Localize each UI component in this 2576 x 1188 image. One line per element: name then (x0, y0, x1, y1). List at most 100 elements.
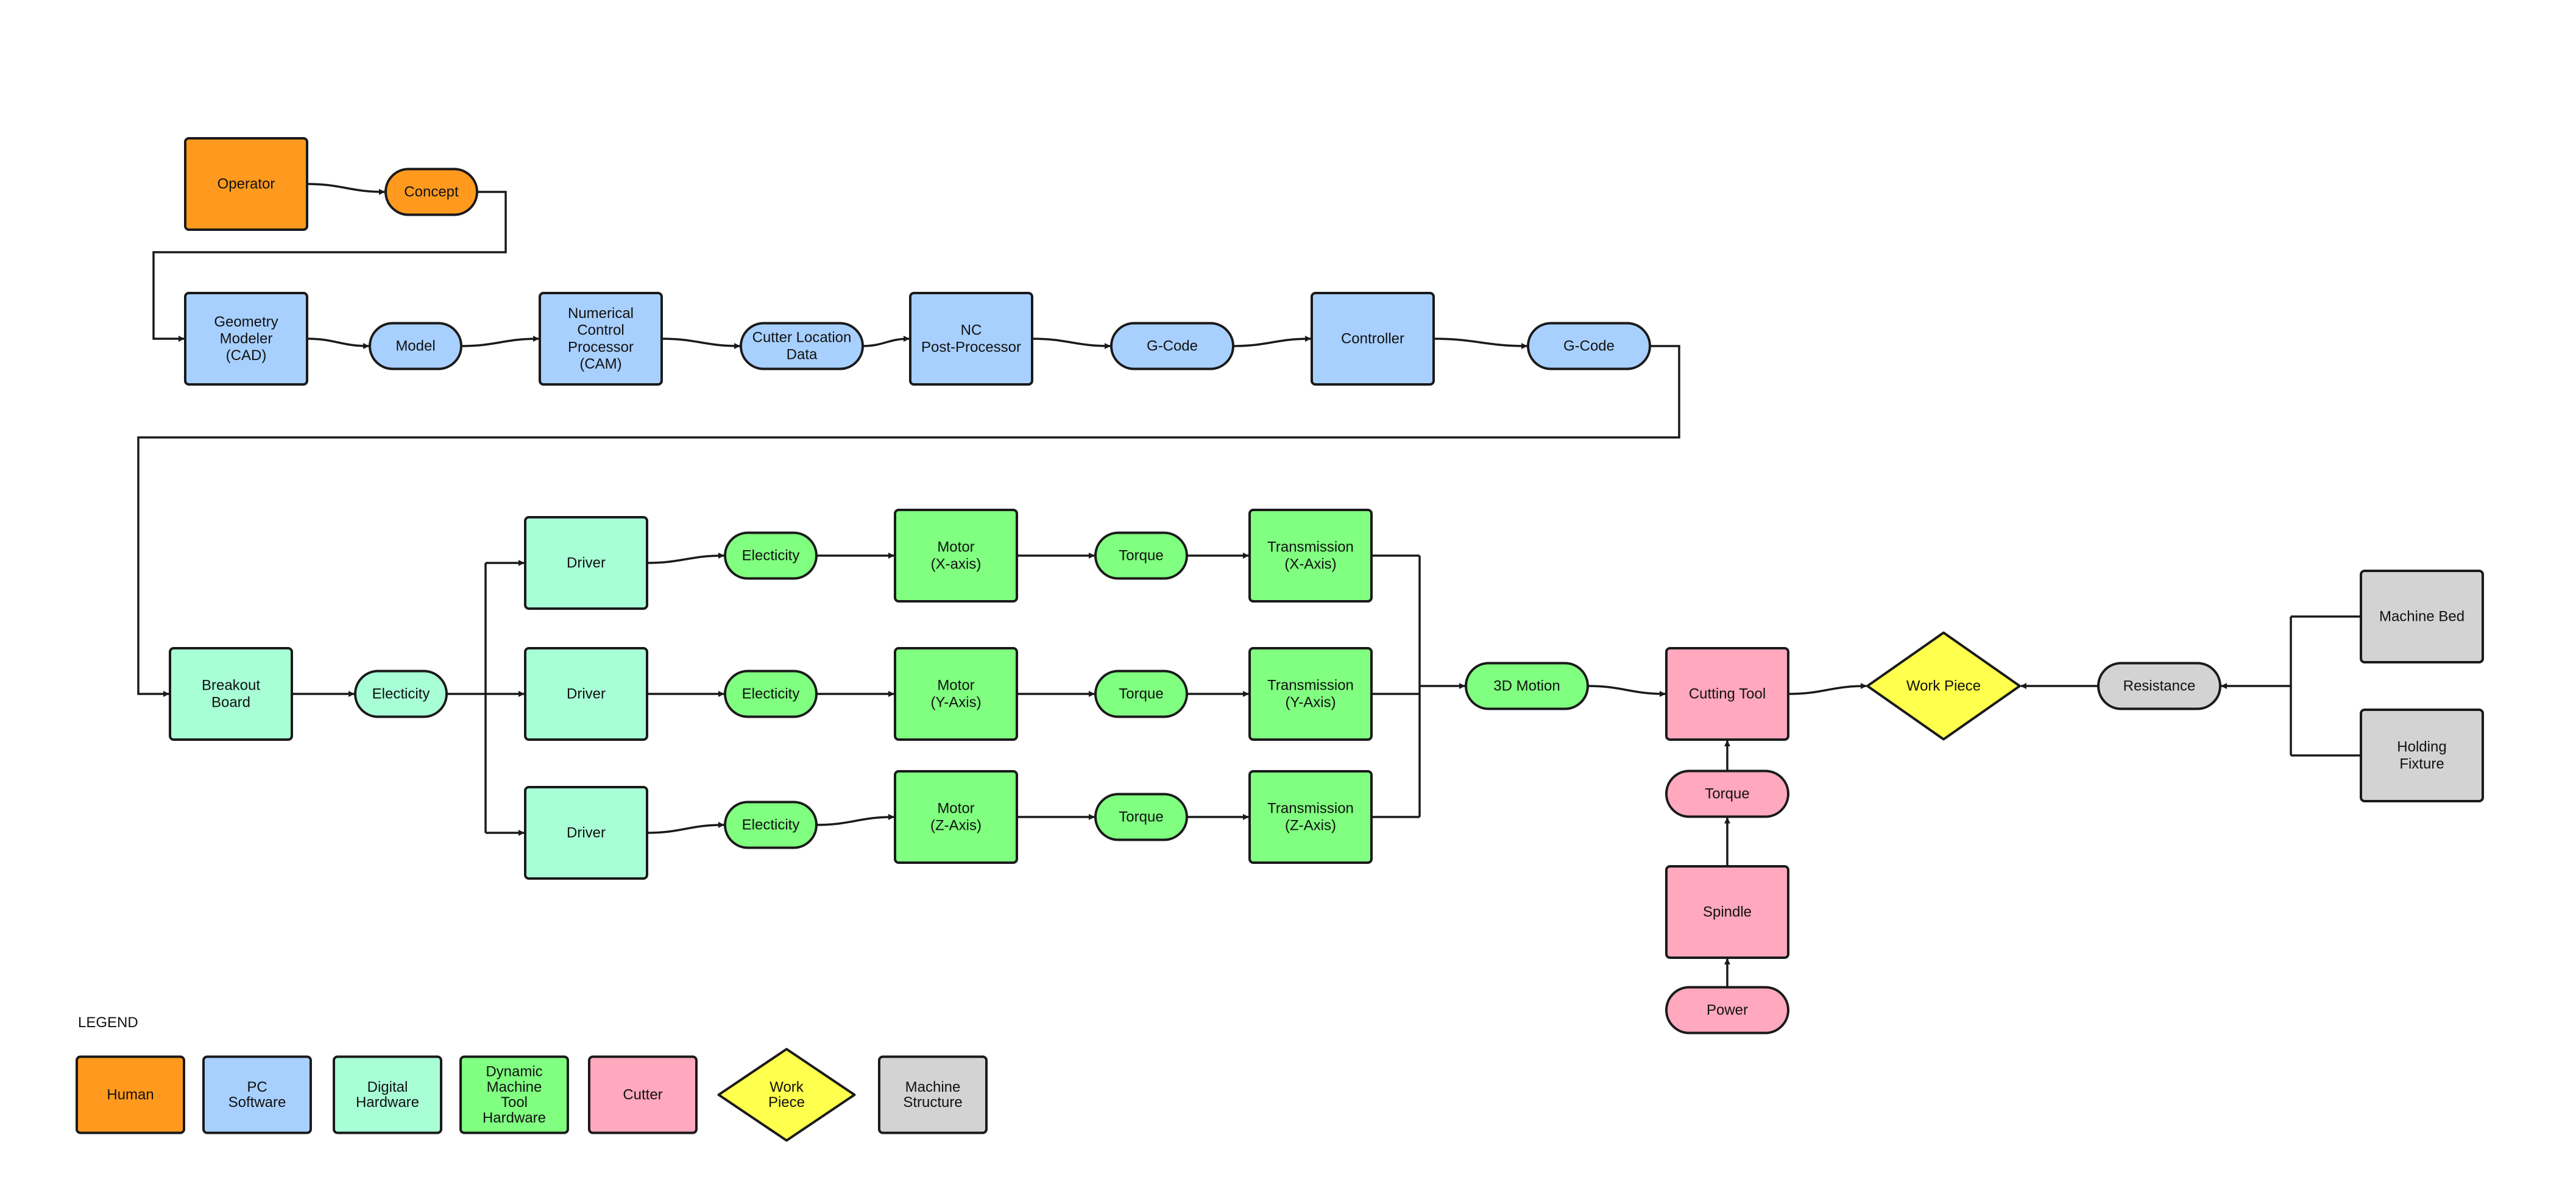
node-label: Modeler (220, 331, 273, 347)
node-label: G-Code (1563, 338, 1615, 355)
node-label: Structure (903, 1094, 962, 1111)
node-label: Transmission (1267, 801, 1354, 817)
node-torque-y: Torque (1094, 670, 1188, 718)
edge-operator-concept (306, 183, 385, 195)
node-motor-z: Motor(Z-Axis) (894, 770, 1018, 864)
node-label: Fixture (2399, 755, 2444, 772)
node-label: Human (107, 1087, 154, 1103)
node-label: Processor (568, 339, 634, 355)
node-label: Control (577, 322, 624, 339)
node-electicity-main: Electicity (354, 670, 448, 718)
node-controller: Controller (1311, 292, 1435, 386)
node-label: Electicity (742, 686, 800, 702)
legend-item-human: Human (76, 1055, 185, 1134)
node-label: Geometry (214, 314, 278, 330)
node-label: Driver (567, 825, 606, 841)
node-driver-x: Driver (524, 516, 648, 610)
node-label: Machine (487, 1079, 542, 1095)
node-label: Software (228, 1094, 286, 1111)
node-label: Torque (1119, 548, 1163, 564)
node-machine-bed: Machine Bed (2360, 570, 2484, 663)
node-label: Board (211, 694, 250, 710)
node-label: Work Piece (1906, 678, 1981, 695)
edge-cad-model (306, 338, 369, 349)
node-label: Data (787, 346, 818, 362)
node-label: Machine (905, 1079, 961, 1095)
node-label: Torque (1705, 786, 1749, 802)
node-transmission-y: Transmission(Y-Axis) (1248, 647, 1373, 741)
edge-model-cam (461, 336, 539, 347)
node-label: Work (770, 1079, 804, 1095)
node-label: Numerical (568, 305, 634, 322)
node-operator: Operator (184, 137, 308, 231)
node-label: Tool (501, 1094, 528, 1111)
node-label: Resistance (2123, 678, 2196, 695)
node-label: Machine Bed (2379, 609, 2465, 625)
legend-title: LEGEND (78, 1014, 138, 1031)
node-label: Spindle (1703, 904, 1752, 921)
node-label: Digital (367, 1079, 408, 1095)
node-resistance: Resistance (2097, 662, 2221, 710)
node-label: PC (247, 1079, 267, 1095)
node-label: Hardware (356, 1094, 419, 1111)
node-label: Torque (1119, 686, 1163, 702)
node-transmission-x: Transmission(X-Axis) (1248, 509, 1373, 603)
edge-controller-gcode (1433, 338, 1527, 349)
node-label: Post-Processor (921, 339, 1021, 355)
node-label: Cutter Location (752, 330, 852, 346)
edge-gcode-breakout-board (137, 345, 1680, 697)
legend-item-cutter: Cutter (588, 1055, 698, 1134)
node-label: NC (961, 322, 982, 339)
node-label: (Y-Axis) (1285, 694, 1336, 710)
node-electicity-x: Electicity (724, 531, 818, 580)
node-motor-x: Motor(X-axis) (894, 509, 1018, 603)
edge-electicity-motor-z (816, 814, 894, 826)
node-spindle: Spindle (1665, 865, 1789, 959)
node-gcode-2: G-Code (1527, 322, 1651, 370)
node-label: (CAD) (226, 347, 267, 364)
node-label: Concept (404, 184, 459, 200)
node-label: 3D Motion (1493, 678, 1560, 695)
node-label: G-Code (1147, 338, 1198, 355)
node-label: Holding (2397, 739, 2446, 755)
node-label: Transmission (1267, 539, 1354, 556)
node-electicity-y: Electicity (724, 670, 818, 718)
edge-driver-electicity-x (646, 553, 724, 564)
node-label: Electicity (742, 817, 800, 833)
node-label: Motor (937, 539, 974, 556)
node-label: Cutter (623, 1087, 662, 1103)
edge-cutter-location-post-processor (862, 336, 910, 347)
node-label: (Z-Axis) (930, 817, 982, 833)
node-label: Motor (937, 677, 974, 694)
node-label: Model (395, 338, 435, 355)
node-label: (X-axis) (931, 556, 982, 572)
node-label: Transmission (1267, 677, 1354, 694)
node-driver-z: Driver (524, 786, 648, 880)
node-label: Piece (768, 1094, 805, 1111)
node-label: Power (1707, 1002, 1748, 1019)
node-label: Breakout (202, 677, 260, 694)
node-concept: Concept (384, 168, 478, 216)
node-cutting-tool: Cutting Tool (1665, 647, 1789, 741)
edge-3d-motion-cutting-tool (1587, 685, 1666, 697)
node-label: (X-Axis) (1284, 556, 1336, 572)
node-label: (Y-Axis) (930, 694, 981, 710)
edge-cam-cutter-location (661, 338, 740, 349)
node-electicity-z: Electicity (724, 801, 818, 849)
node-label: Motor (937, 801, 974, 817)
edge-post-processor-gcode (1031, 338, 1111, 349)
node-motor-y: Motor(Y-Axis) (894, 647, 1018, 741)
